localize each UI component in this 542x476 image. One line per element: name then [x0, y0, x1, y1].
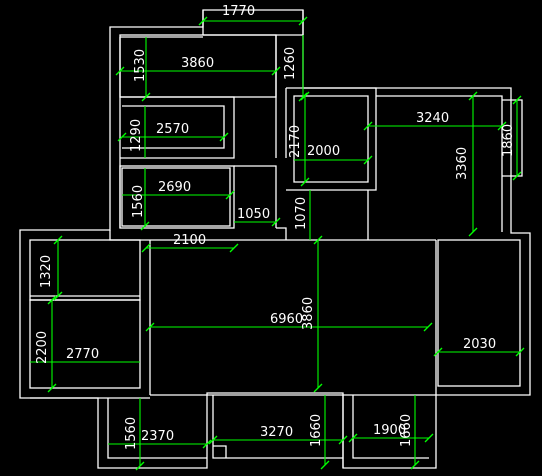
dim-label-2370: 2370 — [141, 429, 174, 444]
dim-label-2170: 2170 — [288, 125, 303, 158]
dim-label-3360: 3360 — [455, 147, 470, 180]
dim-label-2690: 2690 — [158, 180, 191, 195]
dim-label-1530: 1530 — [133, 49, 148, 82]
dim-label-1770: 1770 — [222, 4, 255, 19]
room-2200-inner — [30, 295, 150, 399]
dim-label-1290: 1290 — [129, 119, 144, 152]
dim-label-1560-lower: 1560 — [124, 417, 139, 450]
dim-label-3860-vertical: 3860 — [301, 297, 316, 330]
dim-label-1070: 1070 — [294, 197, 309, 230]
dim-label-6960: 6960 — [270, 312, 303, 327]
dim-label-2030: 2030 — [463, 337, 496, 352]
dim-label-2570: 2570 — [156, 122, 189, 137]
dim-label-2000: 2000 — [307, 144, 340, 159]
bottom-rooms-walls — [107, 394, 436, 468]
dim-label-1260: 1260 — [283, 47, 298, 80]
dim-label-1660-left: 1660 — [309, 414, 324, 447]
window-bay — [502, 99, 512, 177]
dim-label-2100: 2100 — [173, 233, 206, 248]
dim-label-3270: 3270 — [260, 425, 293, 440]
dim-label-1900: 1900 — [373, 423, 406, 438]
room-kitchen-walls — [286, 87, 377, 191]
room-bath-walls — [120, 96, 235, 159]
dim-label-1050: 1050 — [237, 207, 270, 222]
door-symbol — [213, 445, 227, 458]
corridor-walls — [234, 165, 287, 240]
room-2200 — [29, 299, 141, 389]
room-2690-inner — [121, 167, 231, 227]
dim-label-2200: 2200 — [35, 331, 50, 364]
dim-label-2770: 2770 — [66, 347, 99, 362]
dim-label-1320: 1320 — [39, 255, 54, 288]
room-3240-walls — [367, 95, 503, 240]
bedroom-right-wall — [275, 35, 287, 158]
dim-label-1560-upper: 1560 — [131, 185, 146, 218]
dim-label-3860-top: 3860 — [181, 56, 214, 71]
dimension-labels: 1770 1530 3860 1260 1290 2570 2170 2000 … — [35, 4, 516, 450]
dim-label-1860: 1860 — [501, 124, 516, 157]
dimension-lines — [30, 16, 525, 471]
dim-label-3240: 3240 — [416, 111, 449, 126]
room-2690 — [119, 165, 235, 229]
dim-label-1660-right: 1660 — [399, 414, 414, 447]
room-2030 — [437, 239, 521, 387]
